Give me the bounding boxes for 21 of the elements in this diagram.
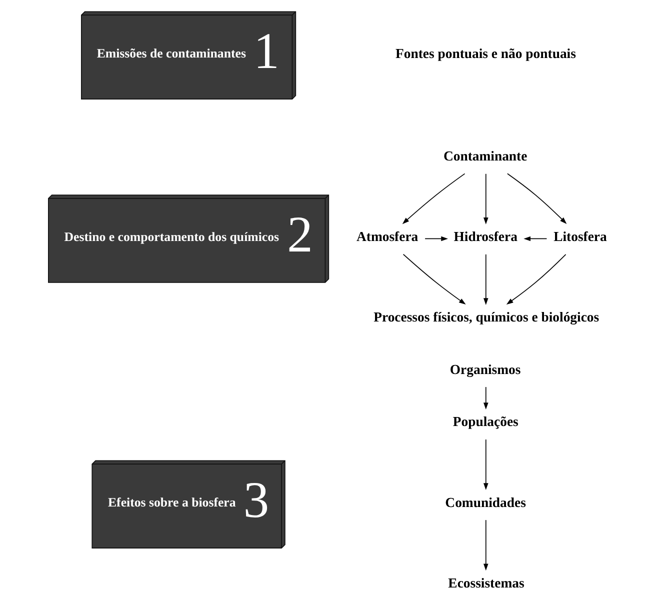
arrow	[402, 173, 466, 224]
arrow	[483, 439, 488, 490]
arrow	[483, 386, 488, 410]
arrow	[402, 254, 466, 305]
node-text: Contaminante	[443, 148, 528, 164]
label: Fontes pontuais e não pontuais	[395, 46, 576, 61]
node-text: Litosfera	[554, 229, 607, 244]
arrow	[424, 236, 448, 242]
arrow	[483, 520, 488, 571]
node-text: Populações	[452, 414, 518, 430]
arrow	[483, 173, 488, 224]
node-text: Hidrosfera	[454, 229, 518, 244]
arrow	[483, 254, 488, 305]
node-text: Comunidades	[445, 494, 526, 510]
arrow	[507, 173, 567, 224]
arrow	[506, 254, 566, 305]
node-text: Atmosfera	[356, 229, 418, 244]
node-text: Ecossistemas	[448, 575, 524, 590]
node-text: Organismos	[450, 362, 521, 377]
node-text: Processos físicos, químicos e biológicos	[374, 310, 600, 325]
arrow	[524, 236, 548, 242]
